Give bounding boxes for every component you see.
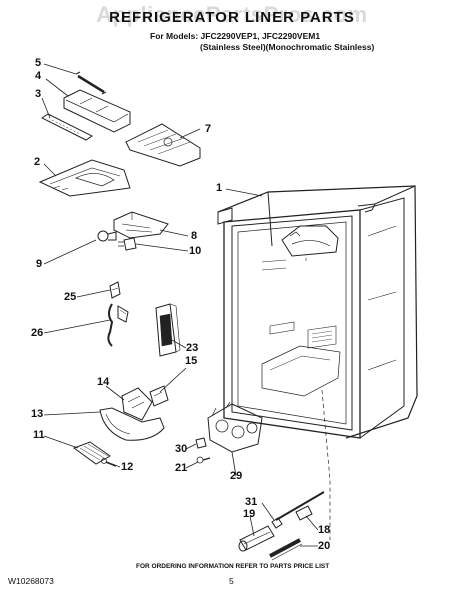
liner-part (217, 185, 418, 540)
part-15-switch (149, 385, 169, 407)
part-31-tube (271, 491, 325, 529)
part-7-cover (125, 123, 201, 167)
ordering-note: FOR ORDERING INFORMATION REFER TO PARTS … (136, 563, 330, 570)
callout-18: 18 (318, 524, 331, 536)
callout-23: 23 (186, 342, 199, 354)
part-3-label-strip (41, 113, 93, 141)
part-13-cover (99, 407, 165, 441)
part-29-damper (207, 401, 263, 453)
part-5-rod (75, 71, 107, 95)
callout-30: 30 (175, 443, 188, 455)
callout-8: 8 (191, 230, 198, 242)
part-21-screw (196, 456, 211, 464)
part-10-socket (118, 237, 137, 251)
callout-20: 20 (318, 540, 331, 552)
watermark: AppliancePartsPros.com (96, 2, 368, 27)
callout-7: 7 (205, 123, 212, 135)
models-line-2: (Stainless Steel)(Monochromatic Stainles… (200, 42, 375, 52)
leader-lines (41, 63, 319, 547)
callout-14: 14 (97, 376, 110, 388)
callout-3: 3 (35, 88, 42, 100)
part-18-fitting (295, 505, 313, 521)
callout-5: 5 (35, 57, 42, 69)
callout-25: 25 (64, 291, 77, 303)
part-11-grille (72, 441, 111, 465)
part-8-bracket (113, 211, 169, 239)
part-2-panel (38, 159, 131, 197)
models-line-1: For Models: JFC2290VEP1, JFC2290VEM1 (150, 31, 321, 41)
part-14-housing (121, 387, 153, 421)
part-9-bulb (97, 230, 117, 242)
callout-11: 11 (33, 429, 45, 441)
callout-29: 29 (230, 470, 243, 482)
model-list: For Models: JFC2290VEP1, JFC2290VEM1 (St… (150, 31, 374, 53)
part-23-module (155, 303, 181, 357)
callout-10: 10 (189, 245, 202, 257)
callout-26: 26 (31, 327, 44, 339)
page-number: 5 (229, 576, 234, 586)
callout-1: 1 (216, 182, 223, 194)
part-20-tube (269, 538, 303, 561)
callout-12: 12 (121, 461, 134, 473)
callout-31: 31 (245, 496, 258, 508)
page-footer: FOR ORDERING INFORMATION REFER TO PARTS … (0, 563, 464, 598)
part-19-connector (238, 525, 275, 552)
part-4-light-housing (63, 89, 131, 133)
page-title: REFRIGERATOR LINER PARTS (109, 9, 355, 26)
callout-13: 13 (31, 408, 44, 420)
callout-4: 4 (35, 70, 42, 82)
callout-2: 2 (34, 156, 41, 168)
part-26-harness (107, 303, 129, 347)
part-30-fitting (195, 437, 207, 449)
callout-9: 9 (36, 258, 43, 270)
callout-15: 15 (185, 355, 198, 367)
callout-21: 21 (175, 462, 188, 474)
document-number: W10268073 (8, 576, 54, 586)
part-12-screw (101, 458, 117, 467)
callout-19: 19 (243, 508, 256, 520)
part-25-clip (109, 281, 121, 299)
